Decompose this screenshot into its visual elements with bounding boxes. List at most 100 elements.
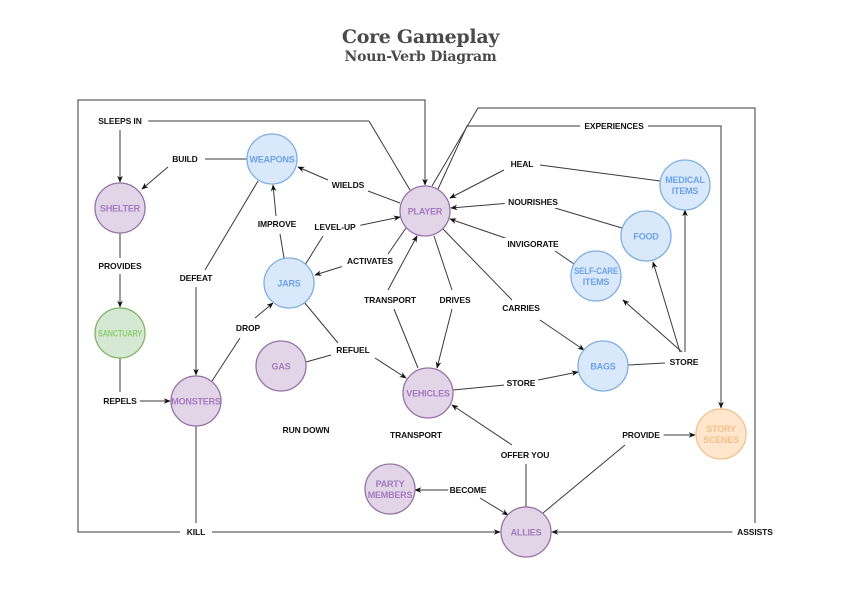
edge-label-background xyxy=(233,322,263,334)
node-circle[interactable] xyxy=(500,506,552,558)
edge-label-background xyxy=(100,395,140,407)
edge-segment xyxy=(297,166,329,181)
edge-invigorate xyxy=(449,218,575,265)
node-bags[interactable]: BAGS xyxy=(577,340,629,392)
edge-label-store-1: STORE xyxy=(504,377,538,389)
edge-label-background xyxy=(507,158,537,170)
node-label: ITEMS xyxy=(583,277,610,287)
edge-segment xyxy=(652,261,681,353)
edge-label-nourishes: NOURISHES xyxy=(504,196,562,208)
node-player[interactable]: PLAYER xyxy=(399,185,451,237)
node-circle[interactable] xyxy=(94,182,146,234)
node-circle[interactable] xyxy=(94,307,146,359)
edge-label-store-2: STORE xyxy=(667,356,701,368)
edge-segment xyxy=(627,362,666,366)
edge-label-background xyxy=(448,484,488,496)
diagram-header: Core Gameplay Noun-Verb Diagram xyxy=(0,26,841,66)
node-gas[interactable]: GAS xyxy=(255,340,307,392)
node-monsters[interactable]: MONSTERS xyxy=(170,375,222,427)
edge-segment xyxy=(435,308,453,369)
edge-label-transport-2: TRANSPORT xyxy=(387,429,445,441)
node-jars[interactable]: JARS xyxy=(263,257,315,309)
node-circle[interactable] xyxy=(246,133,298,185)
edge-label-provide: PROVIDE xyxy=(618,429,664,441)
node-shelter[interactable]: SHELTER xyxy=(94,182,146,234)
node-label: SHELTER xyxy=(100,204,141,214)
edge-label-text: CARRIES xyxy=(502,303,540,313)
edge-label-run-down: RUN DOWN xyxy=(280,424,332,436)
node-circle[interactable] xyxy=(695,408,747,460)
edge-drop xyxy=(211,302,274,382)
node-label: SANCTUARY xyxy=(98,329,142,339)
edge-segment xyxy=(451,404,513,446)
node-label: STORY xyxy=(706,424,736,434)
edge-label-background xyxy=(732,526,778,538)
edge-segment xyxy=(431,107,756,523)
edge-segment xyxy=(204,180,259,271)
node-vehicles[interactable]: VEHICLES xyxy=(402,367,454,419)
edge-segment xyxy=(270,184,277,217)
edge-label-text: NOURISHES xyxy=(508,197,558,207)
node-circle[interactable] xyxy=(263,257,315,309)
edge-defeat xyxy=(193,180,259,376)
edge-label-drop: DROP xyxy=(233,322,263,334)
edge-label-text: TRANSPORT xyxy=(390,430,443,440)
edge-label-text: SLEEPS IN xyxy=(98,116,142,126)
edge-label-text: REPELS xyxy=(103,396,137,406)
node-circle[interactable] xyxy=(399,185,451,237)
node-circle[interactable] xyxy=(659,159,711,211)
node-circle[interactable] xyxy=(570,250,622,302)
edge-heal xyxy=(449,164,661,199)
edge-label-text: WIELDS xyxy=(332,180,365,190)
edge-label-text: STORE xyxy=(507,378,536,388)
edge-label-background xyxy=(309,221,361,233)
node-circle[interactable] xyxy=(170,375,222,427)
edge-segment xyxy=(393,308,419,369)
node-label: MONSTERS xyxy=(171,397,221,407)
edge-label-text: DRIVES xyxy=(439,295,470,305)
node-circle[interactable] xyxy=(402,367,454,419)
edge-label-background xyxy=(94,260,146,272)
node-sanctuary[interactable]: SANCTUARY xyxy=(94,307,146,359)
node-circle[interactable] xyxy=(577,340,629,392)
edge-label-background xyxy=(181,526,211,538)
edge-label-sleeps-in: SLEEPS IN xyxy=(91,115,149,127)
edge-label-text: RUN DOWN xyxy=(283,425,330,435)
edge-label-background xyxy=(328,179,368,191)
nodes-layer: PLAYER WEAPONS SHELTER SANCTUARY MONSTERS JAR… xyxy=(94,133,747,558)
edge-label-background xyxy=(504,196,562,208)
edge-kill xyxy=(77,99,501,535)
edge-label-text: ASSISTS xyxy=(737,527,773,537)
node-circle[interactable] xyxy=(255,340,307,392)
edge-carries xyxy=(442,228,585,351)
edge-label-build: BUILD xyxy=(168,153,202,165)
edge-label-text: BUILD xyxy=(172,154,197,164)
node-allies[interactable]: ALLIES xyxy=(500,506,552,558)
edge-label-experiences: EXPERIENCES xyxy=(580,120,648,132)
edge-label-defeat: DEFEAT xyxy=(176,272,216,284)
node-circle[interactable] xyxy=(620,210,672,262)
page-subtitle: Noun-Verb Diagram xyxy=(344,49,497,65)
edge-label-background xyxy=(387,429,445,441)
node-weapons[interactable]: WEAPONS xyxy=(246,133,298,185)
edge-segment xyxy=(644,125,724,409)
edges-layer xyxy=(77,99,756,535)
edge-segment xyxy=(442,228,513,301)
node-label: PARTY xyxy=(376,479,405,489)
edge-become xyxy=(414,487,509,516)
edge-label-background xyxy=(618,429,664,441)
edge-label-activates: ACTIVATES xyxy=(341,255,399,267)
node-circle[interactable] xyxy=(364,463,416,515)
edge-label-text: OFFER YOU xyxy=(501,450,550,460)
edge-repels xyxy=(119,358,171,404)
node-food[interactable]: FOOD xyxy=(620,210,672,262)
edge-label-provides: PROVIDES xyxy=(94,260,146,272)
edge-label-text: INVIGORATE xyxy=(507,239,559,249)
edge-label-improve: IMPROVE xyxy=(254,218,300,230)
